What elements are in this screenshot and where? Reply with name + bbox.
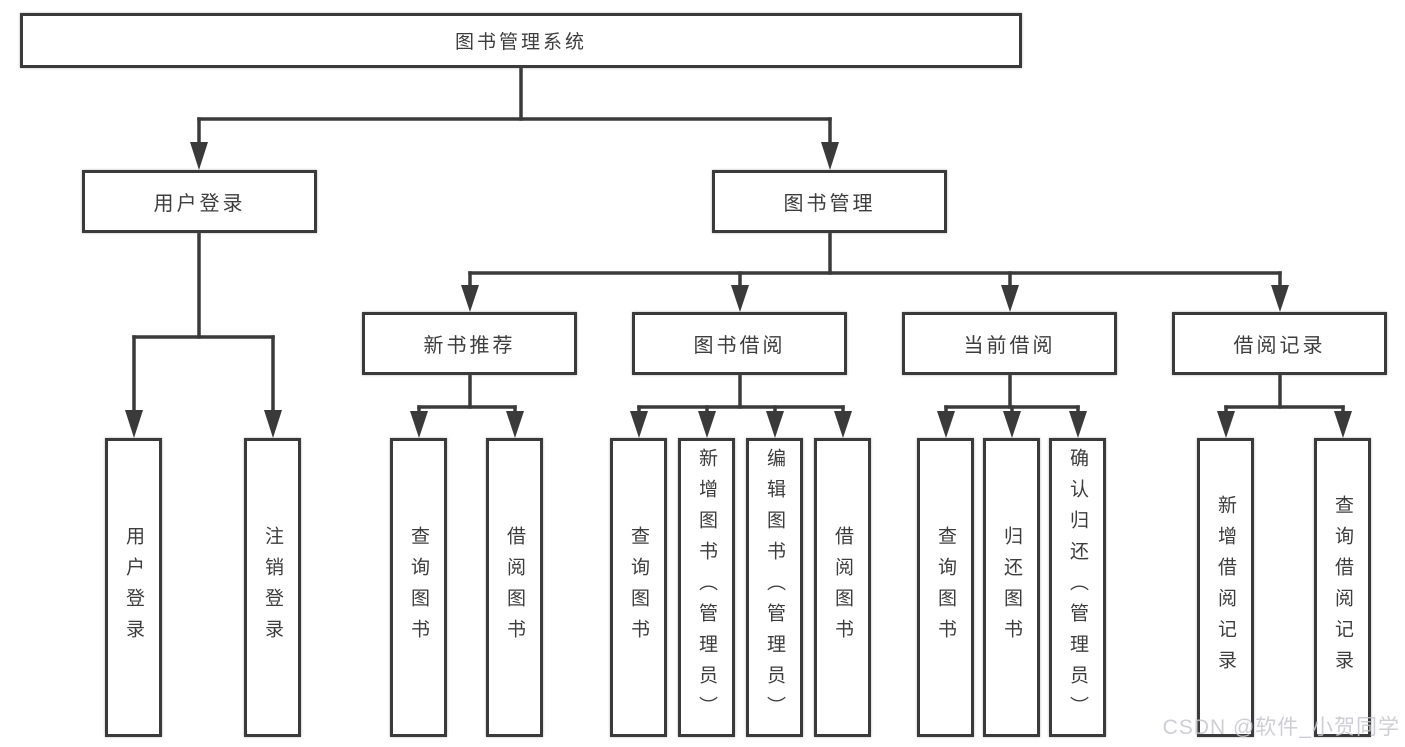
leaf-add-book-admin: 新增图书（管理员） bbox=[678, 438, 735, 737]
node-current-borrow: 当前借阅 bbox=[902, 312, 1117, 375]
leaf-user-login: 用户登录 bbox=[105, 438, 162, 737]
node-book-borrow: 图书借阅 bbox=[632, 312, 847, 375]
node-new-book-recommend: 新书推荐 bbox=[362, 312, 577, 375]
leaf-edit-book-admin: 编辑图书（管理员） bbox=[746, 438, 803, 737]
node-book-management: 图书管理 bbox=[712, 170, 947, 233]
leaf-confirm-return-admin: 确认归还（管理员） bbox=[1049, 438, 1106, 737]
node-root-system: 图书管理系统 bbox=[20, 13, 1022, 68]
csdn-watermark: CSDN @软件_小贺同学 bbox=[1162, 716, 1400, 739]
leaf-logout: 注销登录 bbox=[244, 438, 301, 737]
leaf-query-books-recommend: 查询图书 bbox=[390, 438, 447, 737]
leaf-borrow-books-recommend: 借阅图书 bbox=[486, 438, 543, 737]
edge-arrowheads bbox=[125, 142, 1352, 438]
leaf-query-books-current: 查询图书 bbox=[917, 438, 974, 737]
leaf-borrow-books: 借阅图书 bbox=[814, 438, 871, 737]
node-borrow-records: 借阅记录 bbox=[1172, 312, 1387, 375]
leaf-return-book: 归还图书 bbox=[983, 438, 1040, 737]
node-user-login: 用户登录 bbox=[82, 170, 317, 233]
leaf-query-books-borrow: 查询图书 bbox=[610, 438, 667, 737]
leaf-add-borrow-record: 新增借阅记录 bbox=[1197, 438, 1254, 737]
leaf-query-borrow-record: 查询借阅记录 bbox=[1314, 438, 1371, 737]
